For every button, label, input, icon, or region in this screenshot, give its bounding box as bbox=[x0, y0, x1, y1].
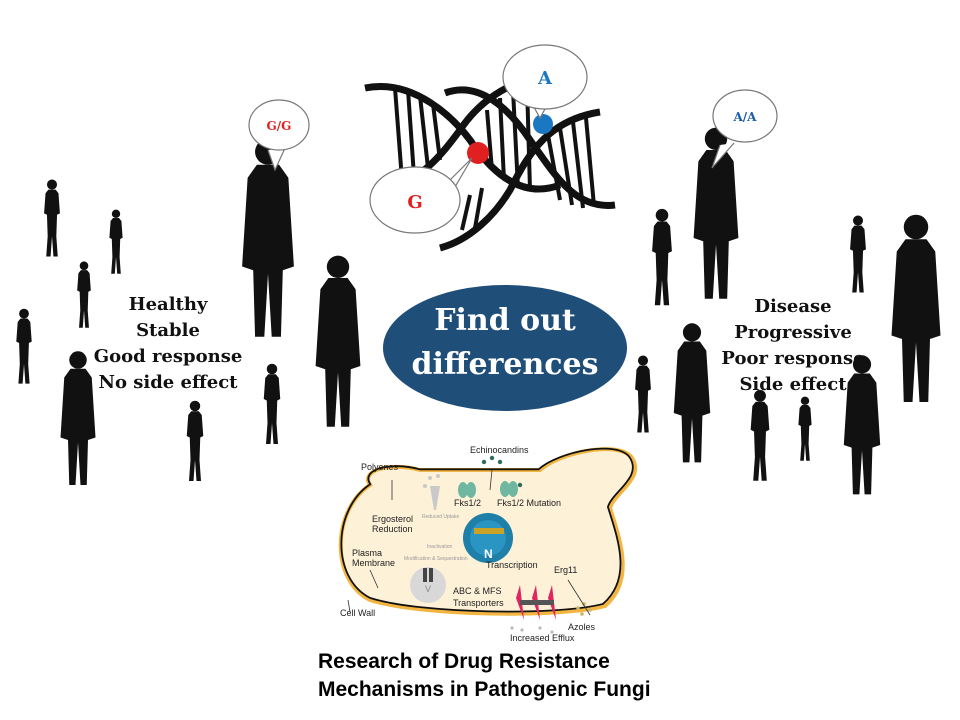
person-silhouette bbox=[750, 389, 770, 481]
nucleus-label: N bbox=[484, 547, 493, 561]
erg11-label: Erg11 bbox=[554, 565, 577, 575]
vacuole bbox=[410, 567, 446, 603]
find-differences-oval: Find out differences bbox=[383, 285, 627, 411]
allele-bubble-a: A bbox=[502, 44, 588, 120]
oval-line-2: differences bbox=[411, 347, 599, 382]
left-traits-list: Healthy Stable Good response No side eff… bbox=[88, 292, 248, 396]
snp-dot-right bbox=[533, 114, 553, 134]
cell-wall-label: Cell Wall bbox=[340, 608, 375, 618]
speech-bubble-left: G/G bbox=[248, 99, 310, 172]
person-silhouette bbox=[693, 127, 739, 299]
efflux-molecules bbox=[510, 626, 554, 634]
speech-bubble-right: A/A bbox=[711, 89, 778, 169]
person-silhouette bbox=[109, 209, 123, 274]
vacuole-label: V bbox=[425, 584, 431, 594]
polyenes-label: Polyenes bbox=[361, 462, 399, 472]
trait-healthy: Healthy bbox=[128, 294, 208, 315]
person-silhouette bbox=[315, 255, 361, 427]
trait-side-effect: Side effect bbox=[739, 374, 847, 395]
azoles-label: Azoles bbox=[568, 622, 596, 632]
person-silhouette bbox=[652, 208, 672, 306]
fks-label: Fks1/2 bbox=[454, 498, 481, 508]
increased-efflux-label: Increased Efflux bbox=[510, 633, 575, 643]
allele-g-label: G bbox=[407, 192, 422, 213]
dna-helix-right bbox=[439, 86, 616, 252]
trait-disease: Disease bbox=[754, 296, 832, 317]
fks-mutation-label: Fks1/2 Mutation bbox=[497, 498, 561, 508]
faded-label-inactivation: Inactivation bbox=[427, 544, 453, 550]
snp-dot-left bbox=[467, 142, 489, 164]
person-silhouette bbox=[16, 308, 32, 384]
transcription-label: Transcription bbox=[486, 560, 538, 570]
reduction-label: Reduction bbox=[372, 524, 413, 534]
oval-line-1: Find out bbox=[434, 303, 576, 338]
ergosterol-label: Ergosterol bbox=[372, 514, 413, 524]
trait-poor-response: Poor response bbox=[721, 348, 865, 369]
pointer-lines bbox=[347, 469, 591, 616]
plasma-label: Plasma bbox=[352, 548, 382, 558]
person-silhouette bbox=[673, 323, 711, 463]
person-silhouette bbox=[850, 215, 866, 293]
transporter-icons bbox=[516, 585, 556, 620]
fks-protein-icon bbox=[458, 481, 518, 498]
abc-mfs-label: ABC & MFS bbox=[453, 586, 502, 596]
trait-no-side-effect: No side effect bbox=[98, 372, 238, 393]
caption-line-1: Research of Drug Resistance bbox=[318, 650, 610, 673]
person-silhouette bbox=[798, 396, 812, 461]
membrane-label: Membrane bbox=[352, 558, 395, 568]
trait-good-response: Good response bbox=[93, 346, 243, 367]
echinocandins-label: Echinocandins bbox=[470, 445, 529, 455]
allele-bubble-g: G bbox=[369, 157, 473, 234]
genotype-left-label: G/G bbox=[267, 119, 292, 133]
genotype-right-label: A/A bbox=[732, 110, 757, 124]
echinocandin-molecules bbox=[481, 455, 523, 488]
allele-a-label: A bbox=[537, 68, 553, 89]
faded-label-uptake: Reduced Uptake bbox=[422, 514, 459, 520]
person-silhouette bbox=[44, 179, 60, 257]
person-silhouette bbox=[891, 214, 941, 402]
person-silhouette bbox=[263, 363, 281, 444]
caption-line-2: Mechanisms in Pathogenic Fungi bbox=[318, 678, 651, 701]
transporters-label: Transporters bbox=[453, 598, 504, 608]
person-silhouette bbox=[242, 138, 294, 337]
trait-progressive: Progressive bbox=[734, 322, 852, 343]
fungal-cell-diagram: N V bbox=[338, 445, 638, 643]
trait-stable: Stable bbox=[136, 320, 200, 341]
person-silhouette bbox=[186, 400, 204, 481]
polyene-uptake-icon bbox=[423, 474, 440, 510]
faded-label-sequestration: Modification & Sequestration bbox=[404, 556, 468, 562]
right-traits-list: Disease Progressive Poor response Side e… bbox=[713, 294, 873, 398]
person-silhouette bbox=[635, 355, 651, 433]
azole-molecules bbox=[576, 602, 592, 616]
